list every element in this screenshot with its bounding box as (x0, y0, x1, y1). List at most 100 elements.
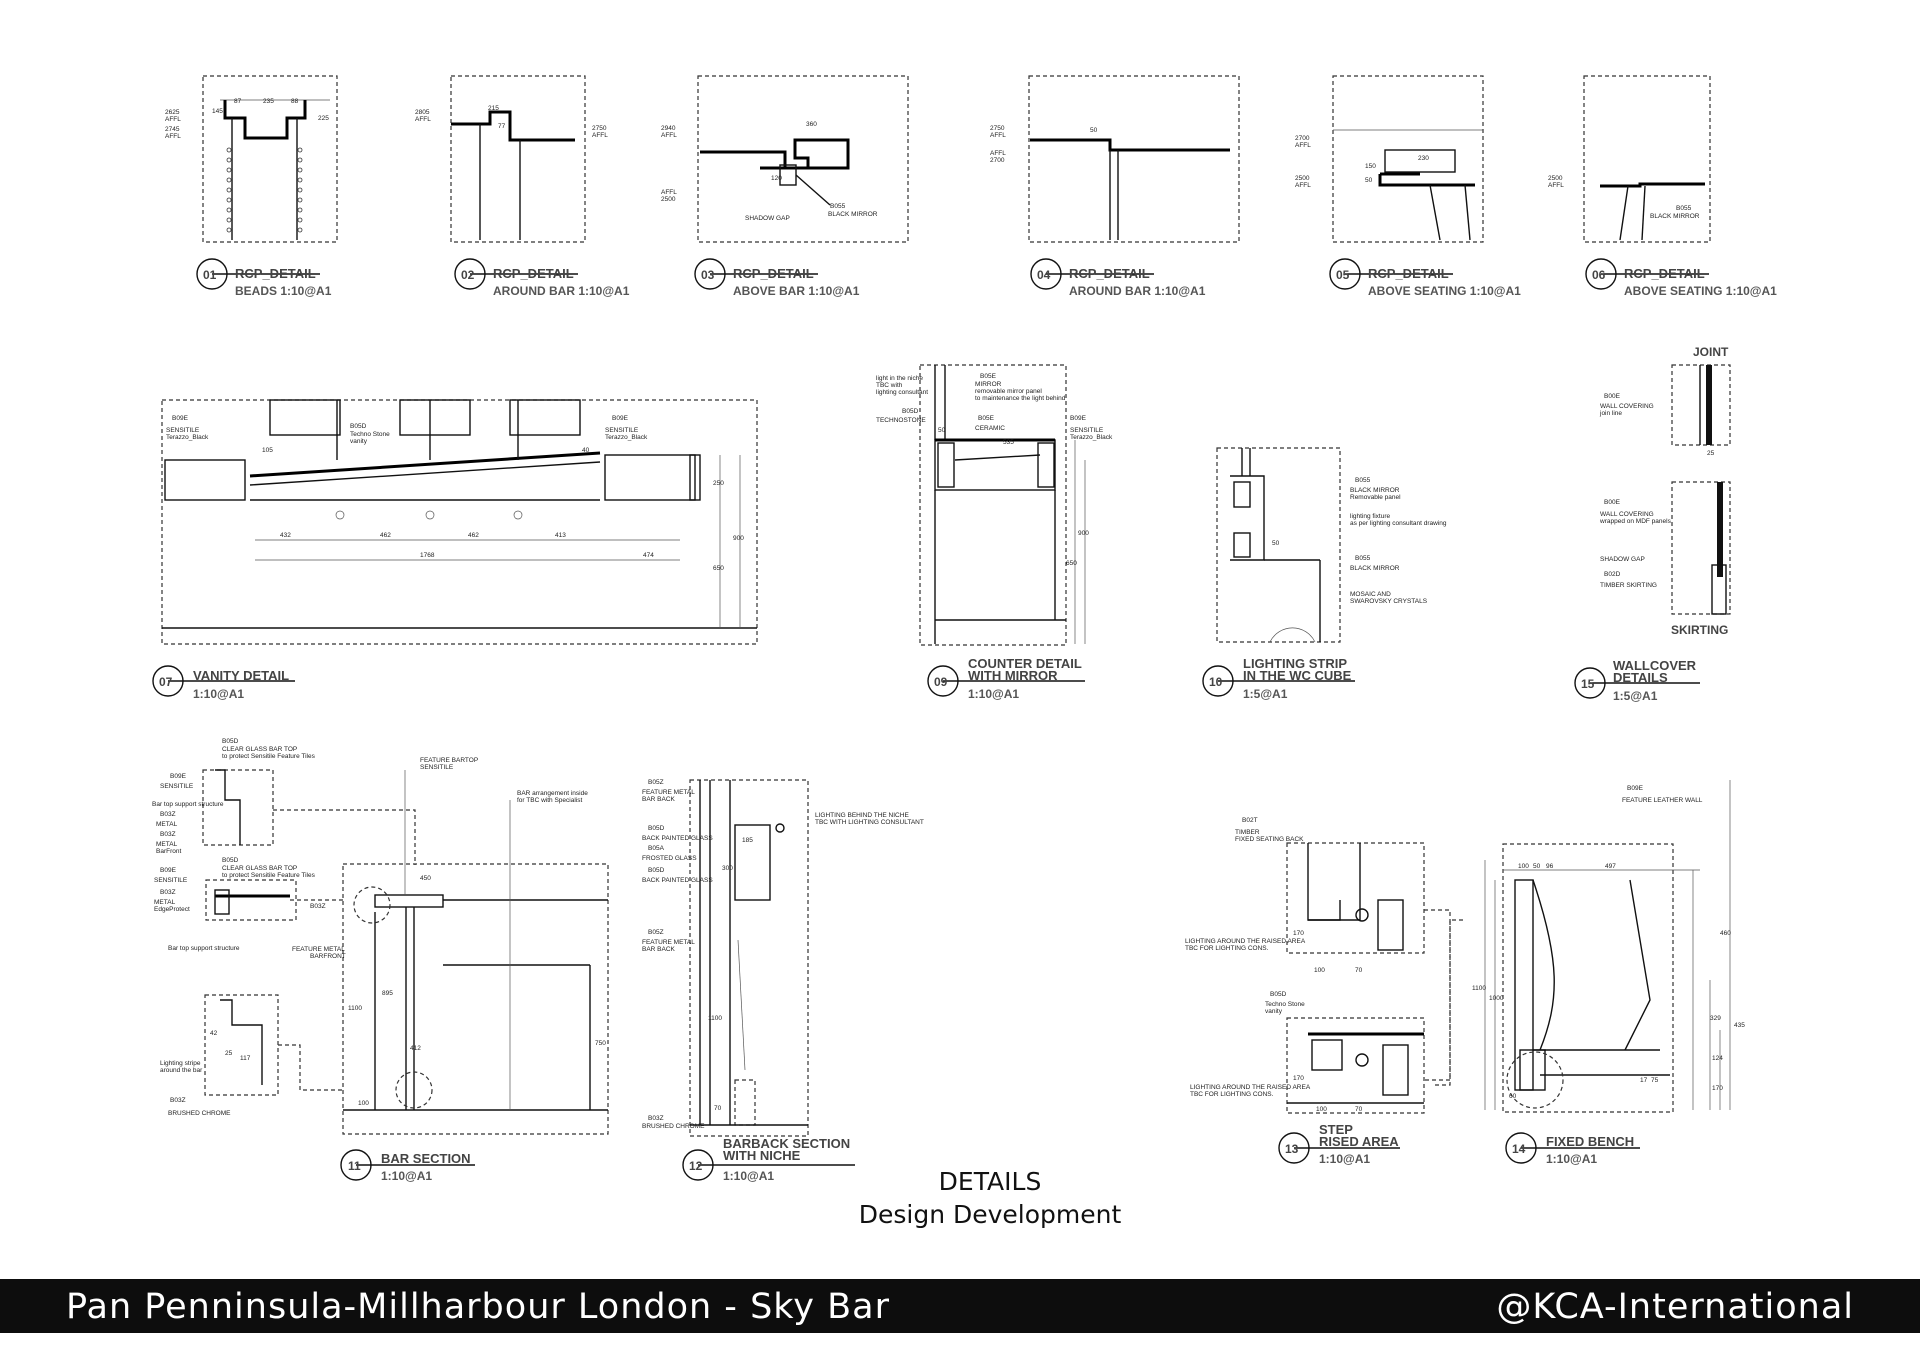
d07-dim-462a: 462 (380, 532, 391, 539)
d03-code: B055 (830, 203, 846, 210)
d11-edge: EdgeProtect (154, 906, 190, 913)
drawing-label: RCP_DETAIL (235, 266, 316, 281)
d11-support-1: Bar top support structure (152, 801, 224, 808)
d07-vanity: vanity (350, 438, 368, 445)
d07-dim-474: 474 (643, 552, 654, 559)
d01-affl-2: AFFL (165, 133, 181, 140)
drawing-label: ABOVE SEATING 1:10@A1 (1624, 284, 1777, 298)
drawing-label: RCP_DETAIL (493, 266, 574, 281)
drawing-label: 10 (1209, 675, 1223, 689)
d06-black-mirror: BLACK MIRROR (1650, 213, 1700, 220)
d01-dim-225: 225 (318, 115, 329, 122)
company-name: @KCA-International (1496, 1287, 1854, 1327)
d07-dim-105: 105 (262, 447, 273, 454)
d07-dim-432: 432 (280, 532, 291, 539)
d11-sensitile-2: SENSITILE (154, 877, 188, 884)
d11-barfront: BarFront (156, 848, 181, 855)
drawing-label: RCP_DETAIL (1368, 266, 1449, 281)
detail-10-drawing: B055 BLACK MIRROR Removable panel lighti… (1216, 447, 1447, 643)
drawing-label: 01 (203, 268, 217, 282)
drawing-label: BARBACK SECTION (723, 1136, 850, 1151)
drawing-label: VANITY DETAIL (193, 668, 289, 683)
d04-affl-1: AFFL (990, 132, 1006, 139)
d05-dim-230: 230 (1418, 155, 1429, 162)
drawing-label: 09 (934, 675, 948, 689)
d12-dim-185: 185 (742, 837, 753, 844)
d09-code-ceramic: B05E (978, 415, 995, 422)
drawing-label: AROUND BAR 1:10@A1 (1069, 284, 1206, 298)
drawing-label: RISED AREA (1319, 1134, 1399, 1149)
d09-dim-900: 900 (1078, 530, 1089, 537)
drawing-label: 07 (159, 675, 173, 689)
title-14: 14 FIXED BENCH 1:10@A1 (1505, 1132, 1640, 1166)
d06-affl: AFFL (1548, 182, 1564, 189)
detail-13-drawing: B02T TIMBER FIXED SEATING BACK LIGHTING … (1185, 817, 1451, 1114)
d10-code-2: B055 (1355, 555, 1371, 562)
d07-code-1: B09E (172, 415, 189, 422)
d11-glass-1: CLEAR GLASS BAR TOP (222, 746, 297, 753)
title-06: 06 RCP_DETAIL ABOVE SEATING 1:10@A1 (1585, 258, 1777, 298)
d01-dim-88: 88 (291, 98, 299, 105)
title-07: 07 VANITY DETAIL 1:10@A1 (152, 665, 295, 701)
d15-wall-covering-1: WALL COVERING (1600, 403, 1654, 410)
d12-code-2: B05D (648, 825, 665, 832)
title-13: 13 STEP RISED AREA 1:10@A1 (1278, 1122, 1400, 1166)
d15-code-2: B00E (1604, 499, 1621, 506)
d02-level-1: 2805 (415, 109, 430, 116)
detail-14-drawing: B09E FEATURE LEATHER WALL 100 50 96 497 … (1435, 780, 1745, 1113)
d04-level-2: 2700 (990, 157, 1005, 164)
d10-fixture-note: as per lighting consultant drawing (1350, 520, 1447, 527)
d09-dim-650: 650 (1066, 560, 1077, 567)
title-10: 10 LIGHTING STRIP IN THE WC CUBE 1:5@A1 (1202, 656, 1355, 701)
d11-feature-bartop: FEATURE BARTOP (420, 757, 478, 764)
drawing-label: 1:10@A1 (193, 687, 244, 701)
d01-dim-87: 87 (234, 98, 242, 105)
drawing-label: STEP (1319, 1122, 1353, 1137)
d04-level-1: 2750 (990, 125, 1005, 132)
d09-mirror-note-2: to maintenance the light behind (975, 395, 1066, 402)
detail-05-drawing: 2700 AFFL 2500 AFFL 230 150 50 (1295, 75, 1484, 243)
d05-level-1: 2700 (1295, 135, 1310, 142)
d07-dim-650: 650 (713, 565, 724, 572)
detail-03-drawing: 2940 AFFL AFFL 2500 360 120 B055 BLACK M… (661, 75, 909, 243)
d09-mirror: MIRROR (975, 381, 1002, 388)
d12-bpg-1: BACK PAINTED GLASS (642, 835, 713, 842)
d09-mirror-note-1: removable mirror panel (975, 388, 1042, 395)
d09-code-techno: B05D (902, 408, 919, 415)
drawing-label: 1:5@A1 (1613, 689, 1658, 703)
d11-arrangement: BAR arrangement inside (517, 790, 588, 797)
drawing-label: AROUND BAR 1:10@A1 (493, 284, 630, 298)
d09-note-b: TBC with (876, 382, 903, 389)
d10-swarovsky: SWAROVSKY CRYSTALS (1350, 598, 1428, 605)
d11-dim-42: 42 (210, 1030, 218, 1037)
d09-ceramic: CERAMIC (975, 425, 1005, 432)
d13-lighting-tbc-2: TBC FOR LIGHTING CONS. (1190, 1091, 1274, 1098)
d02-level-2: 2750 (592, 125, 607, 132)
d03-dim-360: 360 (806, 121, 817, 128)
footer-bar (0, 1279, 1920, 1333)
d11-support-2: Bar top support structure (168, 945, 240, 952)
d14-dim-96: 96 (1546, 863, 1554, 870)
detail-04-drawing: 2750 AFFL AFFL 2700 50 (990, 75, 1240, 243)
d11-code-2: B09E (170, 773, 187, 780)
drawing-label: LIGHTING STRIP (1243, 656, 1347, 671)
d11-code-9: B03Z (170, 1097, 186, 1104)
d05-level-2: 2500 (1295, 175, 1310, 182)
d07-sensitile-1: SENSITILE (166, 427, 200, 434)
d01-level-1: 2625 (165, 109, 180, 116)
sheet-subtitle: Design Development (858, 1200, 1122, 1229)
d10-dim-50: 50 (1272, 540, 1280, 547)
d11-dim-117: 117 (240, 1055, 251, 1062)
d10-mosaic: MOSAIC AND (1350, 591, 1391, 598)
d11-dim-412: 412 (410, 1045, 421, 1052)
d11-code-3: B03Z (160, 811, 176, 818)
d07-terazzo-1: Terazzo_Black (166, 434, 209, 441)
d09-terazzo: Terazzo_Black (1070, 434, 1113, 441)
d11-sensitile-3: SENSITILE (420, 764, 454, 771)
d04-dim-50: 50 (1090, 127, 1098, 134)
d11-code-7: B03Z (160, 889, 176, 896)
d11-protect-2: to protect Sensitile Feature Tiles (222, 872, 316, 879)
d11-code-5: B05D (222, 857, 239, 864)
d14-code: B09E (1627, 785, 1644, 792)
